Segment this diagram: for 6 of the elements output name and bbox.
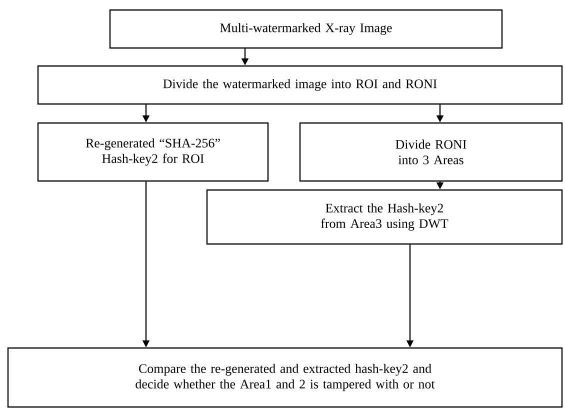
process-box: Compare the re-generated and extracted hash-key2 and decide whether the Area1 and 2 is tampered with or not: [7, 347, 563, 408]
process-box: Divide the watermarked image into ROI and RONI: [37, 65, 563, 105]
process-box: Divide RONI into 3 Areas: [299, 122, 563, 182]
process-box: Extract the Hash-key2 from Area3 using DWT: [206, 189, 563, 245]
process-box: Multi-watermarked X-ray Image: [109, 9, 503, 49]
process-box: Re-generated “SHA-256” Hash-key2 for ROI: [37, 122, 269, 182]
